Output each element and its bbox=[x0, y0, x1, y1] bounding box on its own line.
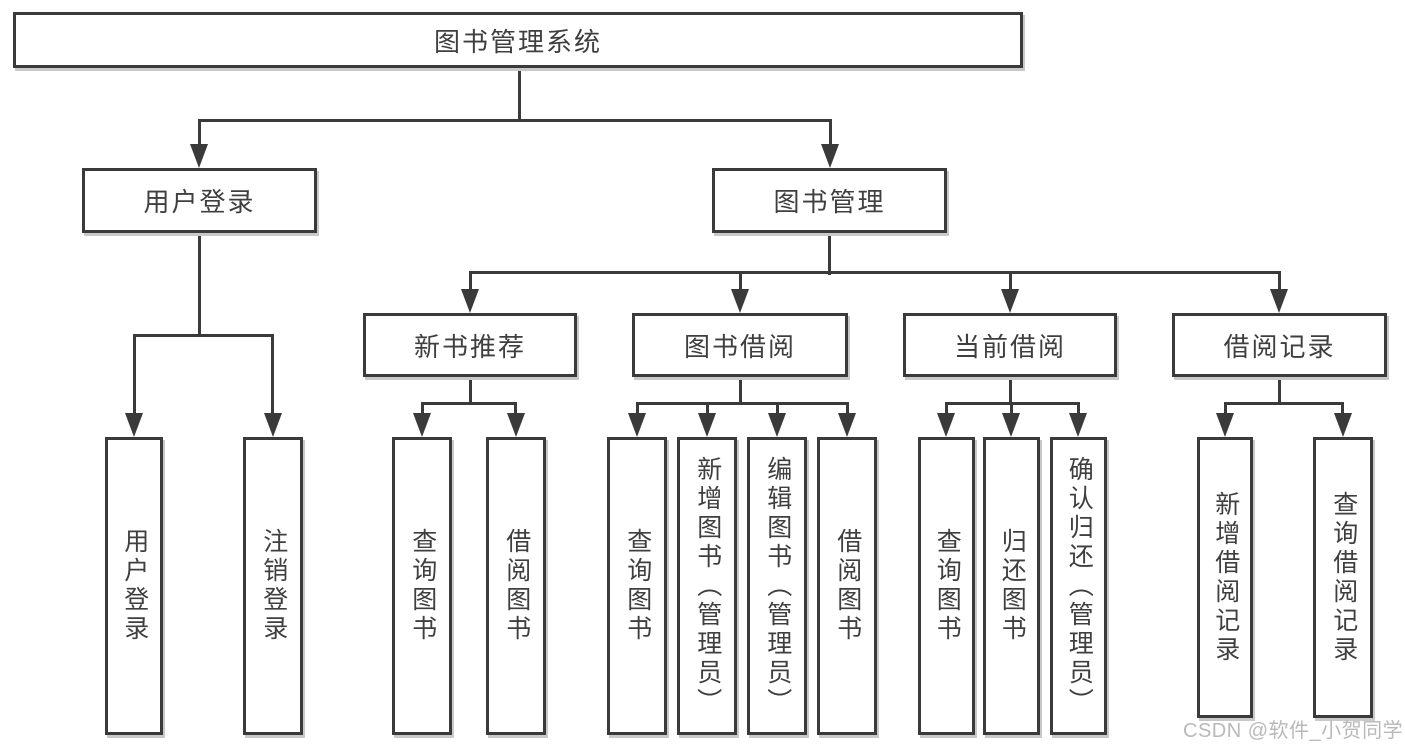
leaf-add-books-admin: 新增图书（管理员） bbox=[677, 437, 737, 735]
connector-segment bbox=[739, 377, 742, 405]
node-label: 查询借阅记录 bbox=[1329, 490, 1358, 665]
connector-segment bbox=[829, 119, 832, 146]
node-label: 确认归还（管理员） bbox=[1065, 455, 1094, 717]
connector-segment bbox=[945, 402, 948, 416]
arrow-down bbox=[698, 413, 716, 437]
connector-segment bbox=[1009, 271, 1012, 293]
node-label: 注销登录 bbox=[259, 528, 288, 644]
connector-segment bbox=[739, 271, 742, 293]
arrow-down bbox=[413, 413, 431, 437]
connector-segment bbox=[1009, 377, 1012, 405]
arrow-down bbox=[125, 413, 143, 437]
connector-segment bbox=[1224, 402, 1344, 405]
leaf-borrow-books: 借阅图书 bbox=[817, 437, 877, 735]
node-label: 编辑图书（管理员） bbox=[763, 455, 792, 717]
node-label: 查询图书 bbox=[623, 528, 652, 644]
arrow-down bbox=[461, 289, 479, 313]
arrow-down bbox=[1069, 413, 1087, 437]
leaf-return-books: 归还图书 bbox=[983, 437, 1040, 735]
connector-segment bbox=[421, 402, 517, 405]
leaf-logout: 注销登录 bbox=[243, 437, 303, 735]
connector-segment bbox=[1341, 402, 1344, 416]
connector-segment bbox=[514, 402, 517, 416]
node-user-login: 用户登录 bbox=[82, 168, 317, 233]
leaf-add-borrow-record: 新增借阅记录 bbox=[1197, 437, 1253, 718]
arrow-down bbox=[1216, 413, 1234, 437]
connector-segment bbox=[198, 119, 832, 122]
leaf-query-books-borrow: 查询图书 bbox=[607, 437, 667, 735]
connector-segment bbox=[636, 402, 639, 416]
arrow-down bbox=[507, 413, 525, 437]
connector-segment bbox=[1010, 402, 1013, 416]
arrow-down bbox=[1270, 289, 1288, 313]
arrow-down bbox=[821, 144, 839, 168]
connector-segment bbox=[469, 377, 472, 405]
arrow-down bbox=[1334, 413, 1352, 437]
connector-segment bbox=[846, 402, 849, 416]
connector-segment bbox=[1077, 402, 1080, 416]
arrow-down bbox=[1002, 413, 1020, 437]
connector-segment bbox=[636, 402, 849, 405]
connector-segment bbox=[776, 402, 779, 416]
node-book-borrow: 图书借阅 bbox=[632, 313, 848, 377]
connector-segment bbox=[198, 119, 201, 146]
connector-segment bbox=[1224, 402, 1227, 416]
connector-segment bbox=[1278, 271, 1281, 293]
node-label: 用户登录 bbox=[120, 528, 149, 644]
leaf-query-borrow-record: 查询借阅记录 bbox=[1313, 437, 1373, 718]
connector-segment bbox=[133, 334, 274, 337]
leaf-query-books-recommend: 查询图书 bbox=[392, 437, 452, 735]
connector-segment bbox=[1278, 377, 1281, 405]
arrow-down bbox=[838, 413, 856, 437]
connector-segment bbox=[469, 271, 1281, 274]
arrow-down bbox=[190, 144, 208, 168]
node-label: 归还图书 bbox=[998, 528, 1027, 644]
node-label: 借阅图书 bbox=[502, 528, 531, 644]
arrow-down bbox=[1001, 289, 1019, 313]
connector-segment bbox=[271, 334, 274, 414]
node-label: 新增图书（管理员） bbox=[693, 455, 722, 717]
arrow-down bbox=[937, 413, 955, 437]
node-current-borrow: 当前借阅 bbox=[903, 313, 1117, 377]
node-label: 新增借阅记录 bbox=[1211, 490, 1240, 665]
leaf-borrow-books-recommend: 借阅图书 bbox=[486, 437, 546, 735]
leaf-edit-books-admin: 编辑图书（管理员） bbox=[747, 437, 807, 735]
arrow-down bbox=[768, 413, 786, 437]
connector-segment bbox=[518, 67, 521, 122]
leaf-confirm-return-admin: 确认归还（管理员） bbox=[1050, 437, 1107, 735]
node-label: 查询图书 bbox=[408, 528, 437, 644]
arrow-down bbox=[731, 289, 749, 313]
connector-segment bbox=[469, 271, 472, 293]
connector-segment bbox=[706, 402, 709, 416]
node-root: 图书管理系统 bbox=[13, 12, 1023, 68]
arrow-down bbox=[264, 413, 282, 437]
connector-segment bbox=[421, 402, 424, 416]
leaf-query-books-current: 查询图书 bbox=[918, 437, 975, 735]
connector-segment bbox=[133, 334, 136, 414]
leaf-user-login: 用户登录 bbox=[105, 437, 163, 735]
node-label: 借阅图书 bbox=[833, 528, 862, 644]
node-book-management: 图书管理 bbox=[712, 168, 947, 233]
csdn-watermark: CSDN @软件_小贺同学 bbox=[1183, 720, 1404, 742]
connector-segment bbox=[198, 233, 201, 337]
arrow-down bbox=[628, 413, 646, 437]
node-new-book-recommend: 新书推荐 bbox=[363, 313, 577, 377]
node-borrow-records: 借阅记录 bbox=[1172, 313, 1387, 377]
node-label: 查询图书 bbox=[933, 528, 962, 644]
connector-segment bbox=[828, 233, 831, 275]
